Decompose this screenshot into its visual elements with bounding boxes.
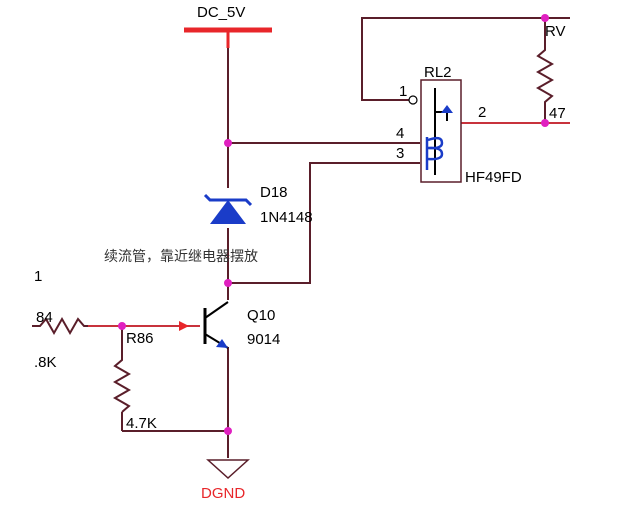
- left-partial-label: 1: [34, 268, 42, 285]
- transistor-ref: Q10: [247, 307, 275, 324]
- diode-body-icon: [210, 200, 246, 224]
- junction-dot: [118, 322, 126, 330]
- relay-pin1-contact: [408, 95, 418, 105]
- relay-ref: RL2: [424, 64, 452, 81]
- junction-dot: [541, 14, 549, 22]
- resistor-input-value: .8K: [34, 354, 57, 371]
- relay-pin-1: 1: [399, 83, 407, 100]
- junction-dot: [541, 119, 549, 127]
- junction-dots: [118, 14, 549, 435]
- relay: RL2 HF49FD 1 2 4 3: [396, 64, 522, 186]
- resistor-right-ref: RV: [545, 23, 566, 40]
- diode-part: 1N4148: [260, 209, 313, 226]
- power-label: DC_5V: [197, 4, 245, 21]
- resistor-input: 84 .8K 1: [32, 268, 88, 371]
- relay-pin-4: 4: [396, 125, 404, 142]
- ground-label: DGND: [201, 485, 245, 502]
- transistor-part: 9014: [247, 331, 280, 348]
- relay-pin-3: 3: [396, 145, 404, 162]
- r86-ref: R86: [126, 330, 154, 347]
- junction-dot: [224, 139, 232, 147]
- power-symbol: DC_5V: [184, 4, 272, 48]
- r86-value: 4.7K: [126, 415, 157, 432]
- diode: D18 1N4148: [203, 184, 313, 226]
- junction-dot: [224, 279, 232, 287]
- transistor: Q10 9014: [179, 301, 280, 349]
- resistor-input-ref: 84: [36, 309, 53, 326]
- resistor-right: RV 47: [535, 18, 566, 123]
- wires: [88, 17, 570, 458]
- diode-annotation: 续流管，靠近继电器摆放: [104, 248, 258, 265]
- relay-part: HF49FD: [465, 169, 522, 186]
- resistor-r86: R86 4.7K: [112, 330, 157, 432]
- relay-pin-2: 2: [478, 104, 486, 121]
- relay-coil-icon: [425, 133, 444, 175]
- diode-ref: D18: [260, 184, 288, 201]
- ground-symbol: DGND: [201, 459, 250, 502]
- junction-dot: [224, 427, 232, 435]
- resistor-right-value: 47: [549, 105, 566, 122]
